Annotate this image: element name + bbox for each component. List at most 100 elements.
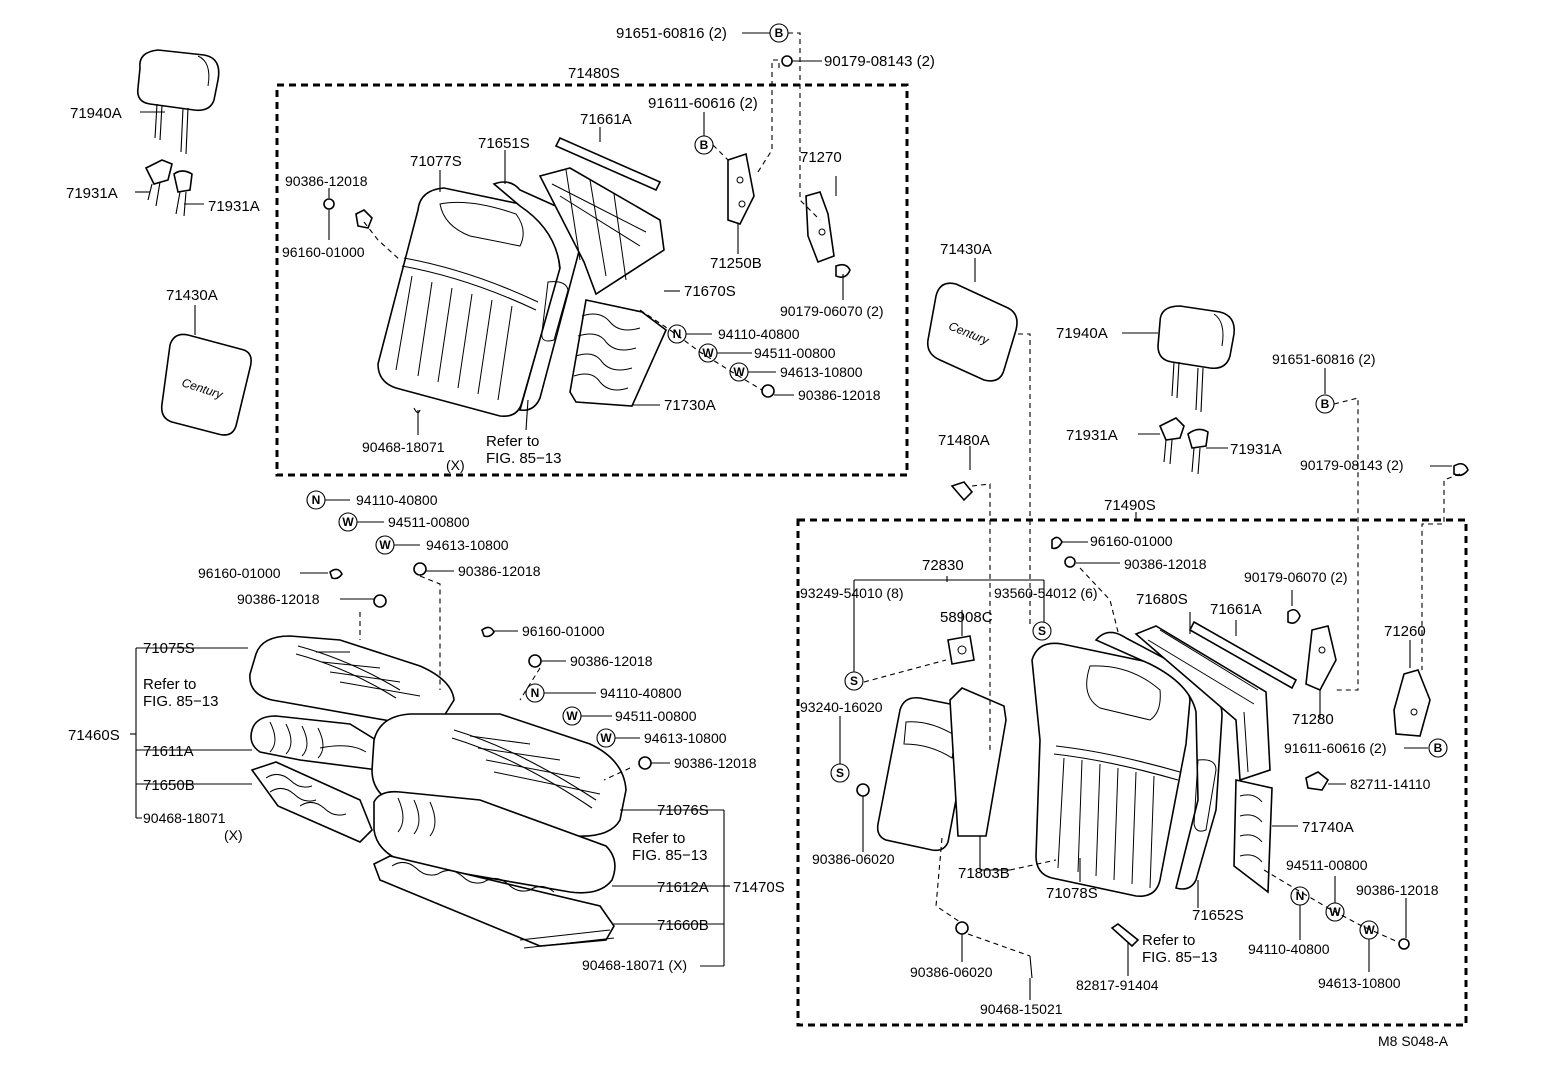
label-96160-01000-a: 96160-01000 bbox=[282, 244, 365, 260]
seatback-pad-71651s bbox=[492, 181, 583, 412]
seatback-frame-71680s bbox=[1134, 625, 1271, 782]
label-90386-12018-h: 90386-12018 bbox=[1356, 882, 1439, 898]
hinge-71280 bbox=[1305, 625, 1337, 692]
label-90386-12018-e: 90386-12018 bbox=[570, 653, 653, 669]
label-91611-60616-top: 91611-60616 (2) bbox=[648, 95, 758, 112]
headrest-71940a-left bbox=[136, 49, 220, 155]
label-refer-b2: FIG. 85−13 bbox=[143, 693, 218, 710]
label-93249-54010: 93249-54010 (8) bbox=[800, 585, 904, 601]
symbol-b-3: B bbox=[1321, 397, 1330, 411]
label-71260: 71260 bbox=[1384, 623, 1426, 640]
leaders-right bbox=[839, 258, 1461, 1000]
symbol-b-4: B bbox=[1434, 741, 1443, 755]
label-93240-16020: 93240-16020 bbox=[800, 699, 883, 715]
label-71931a-l1: 71931A bbox=[66, 185, 118, 202]
symbol-n-1: N bbox=[673, 327, 682, 341]
label-71078s: 71078S bbox=[1046, 885, 1098, 902]
label-refer-c2: FIG. 85−13 bbox=[632, 847, 707, 864]
bar-71661a-right bbox=[1188, 620, 1298, 690]
label-90179-06070-top: 90179-06070 (2) bbox=[780, 303, 884, 319]
label-71661a-right: 71661A bbox=[1210, 601, 1262, 618]
seatback-pad-71652s bbox=[1094, 631, 1223, 890]
seatback-armrest-93240 bbox=[876, 696, 972, 852]
label-71480s: 71480S bbox=[568, 65, 620, 82]
symbols-lower-left: N W W N W W bbox=[306, 490, 652, 770]
label-71077s: 71077S bbox=[410, 153, 462, 170]
symbol-w-6: W bbox=[600, 731, 612, 745]
label-71076s: 71076S bbox=[657, 802, 709, 819]
seatback-71078s bbox=[1031, 642, 1191, 897]
symbol-w-1: W bbox=[702, 346, 714, 360]
label-90386-12018-b: 90386-12018 bbox=[798, 387, 881, 403]
assembly-box-71480s bbox=[275, 83, 909, 477]
label-x-a: (X) bbox=[446, 457, 465, 473]
label-71611a: 71611A bbox=[143, 743, 194, 760]
label-71280: 71280 bbox=[1292, 711, 1334, 728]
label-90386-06020-a: 90386-06020 bbox=[812, 851, 895, 867]
label-71940a-left: 71940A bbox=[70, 105, 122, 122]
label-71660b: 71660B bbox=[657, 917, 709, 934]
label-90179-08143-top: 90179-08143 (2) bbox=[824, 53, 935, 70]
label-71651s: 71651S bbox=[478, 135, 530, 152]
hinge-71260 bbox=[1393, 669, 1431, 737]
label-90386-12018-f: 90386-12018 bbox=[674, 755, 757, 771]
label-90468-18071-b: 90468-18071 bbox=[143, 810, 226, 826]
symbol-s-1: S bbox=[850, 674, 858, 688]
label-90468-15021: 90468-15021 bbox=[980, 1001, 1063, 1017]
label-82711-14110: 82711-14110 bbox=[1350, 776, 1431, 792]
label-71661a-top: 71661A bbox=[580, 111, 632, 128]
label-94511-00800-c: 94511-00800 bbox=[615, 708, 697, 724]
label-71740a: 71740A bbox=[1302, 819, 1354, 836]
fasteners-upper bbox=[323, 55, 851, 414]
label-71470s: 71470S bbox=[733, 879, 785, 896]
label-71250b: 71250B bbox=[710, 255, 762, 272]
headrest-71940a-right bbox=[1157, 305, 1236, 413]
label-94511-00800-b: 94511-00800 bbox=[388, 514, 470, 530]
label-71670s: 71670S bbox=[684, 283, 736, 300]
label-94613-10800-d: 94613-10800 bbox=[1318, 975, 1401, 991]
label-71075s: 71075S bbox=[143, 640, 195, 657]
label-96160-01000-b: 96160-01000 bbox=[198, 565, 281, 581]
symbol-w-2: W bbox=[733, 365, 745, 379]
seat-frame-71660b bbox=[372, 855, 615, 949]
label-96160-01000-c: 96160-01000 bbox=[522, 623, 605, 639]
label-71480a: 71480A bbox=[938, 432, 990, 449]
label-71430a-left: 71430A bbox=[166, 287, 218, 304]
seatback-spring-71730a bbox=[569, 299, 667, 407]
headrest-support-71931a-right bbox=[1158, 417, 1209, 475]
label-90468-18071-c: 90468-18071 (X) bbox=[582, 957, 687, 973]
labels-lower-left: 94110-40800 94511-00800 94613-10800 9038… bbox=[68, 492, 785, 973]
label-90179-06070-right: 90179-06070 (2) bbox=[1244, 569, 1348, 585]
label-91651-60816-top: 91651-60816 (2) bbox=[616, 25, 727, 42]
seat-frame-71650b bbox=[250, 761, 373, 843]
symbol-w-3: W bbox=[342, 515, 354, 529]
labels-upper: 91651-60816 (2) 90179-08143 (2) 71480S 9… bbox=[66, 25, 935, 473]
label-71730a: 71730A bbox=[664, 397, 716, 414]
label-refer-a2: FIG. 85−13 bbox=[486, 450, 561, 467]
label-94110-40800-c: 94110-40800 bbox=[600, 685, 682, 701]
label-58908c: 58908C bbox=[940, 609, 993, 626]
label-refer-b1: Refer to bbox=[143, 676, 196, 693]
symbol-n-3: N bbox=[531, 686, 540, 700]
board-71803b bbox=[949, 687, 1007, 837]
labels-right: 71430A 71940A 91651-60816 (2) 71480A 719… bbox=[800, 241, 1449, 1049]
label-94511-00800-a: 94511-00800 bbox=[754, 345, 836, 361]
bar-71661a-top bbox=[554, 136, 662, 192]
label-71940a-right: 71940A bbox=[1056, 325, 1108, 342]
label-refer-d1: Refer to bbox=[1142, 932, 1195, 949]
bracket-58908c bbox=[947, 635, 975, 665]
symbol-w-8: W bbox=[1363, 923, 1375, 937]
symbol-s-3: S bbox=[1038, 624, 1046, 638]
label-71931a-l2: 71931A bbox=[208, 198, 260, 215]
seat-pad-71611a bbox=[250, 715, 379, 771]
label-94511-00800-d: 94511-00800 bbox=[1286, 857, 1368, 873]
label-94613-10800-a: 94613-10800 bbox=[780, 364, 863, 380]
assembly-box-71490s bbox=[796, 518, 1468, 1027]
spring-71740a bbox=[1233, 779, 1273, 894]
label-90179-08143-right: 90179-08143 (2) bbox=[1300, 457, 1404, 473]
label-71430a-right: 71430A bbox=[940, 241, 992, 258]
label-71490s: 71490S bbox=[1104, 497, 1156, 514]
emblem-pad-71430a-right: Century bbox=[926, 282, 1018, 382]
label-71931a-r1: 71931A bbox=[1066, 427, 1118, 444]
